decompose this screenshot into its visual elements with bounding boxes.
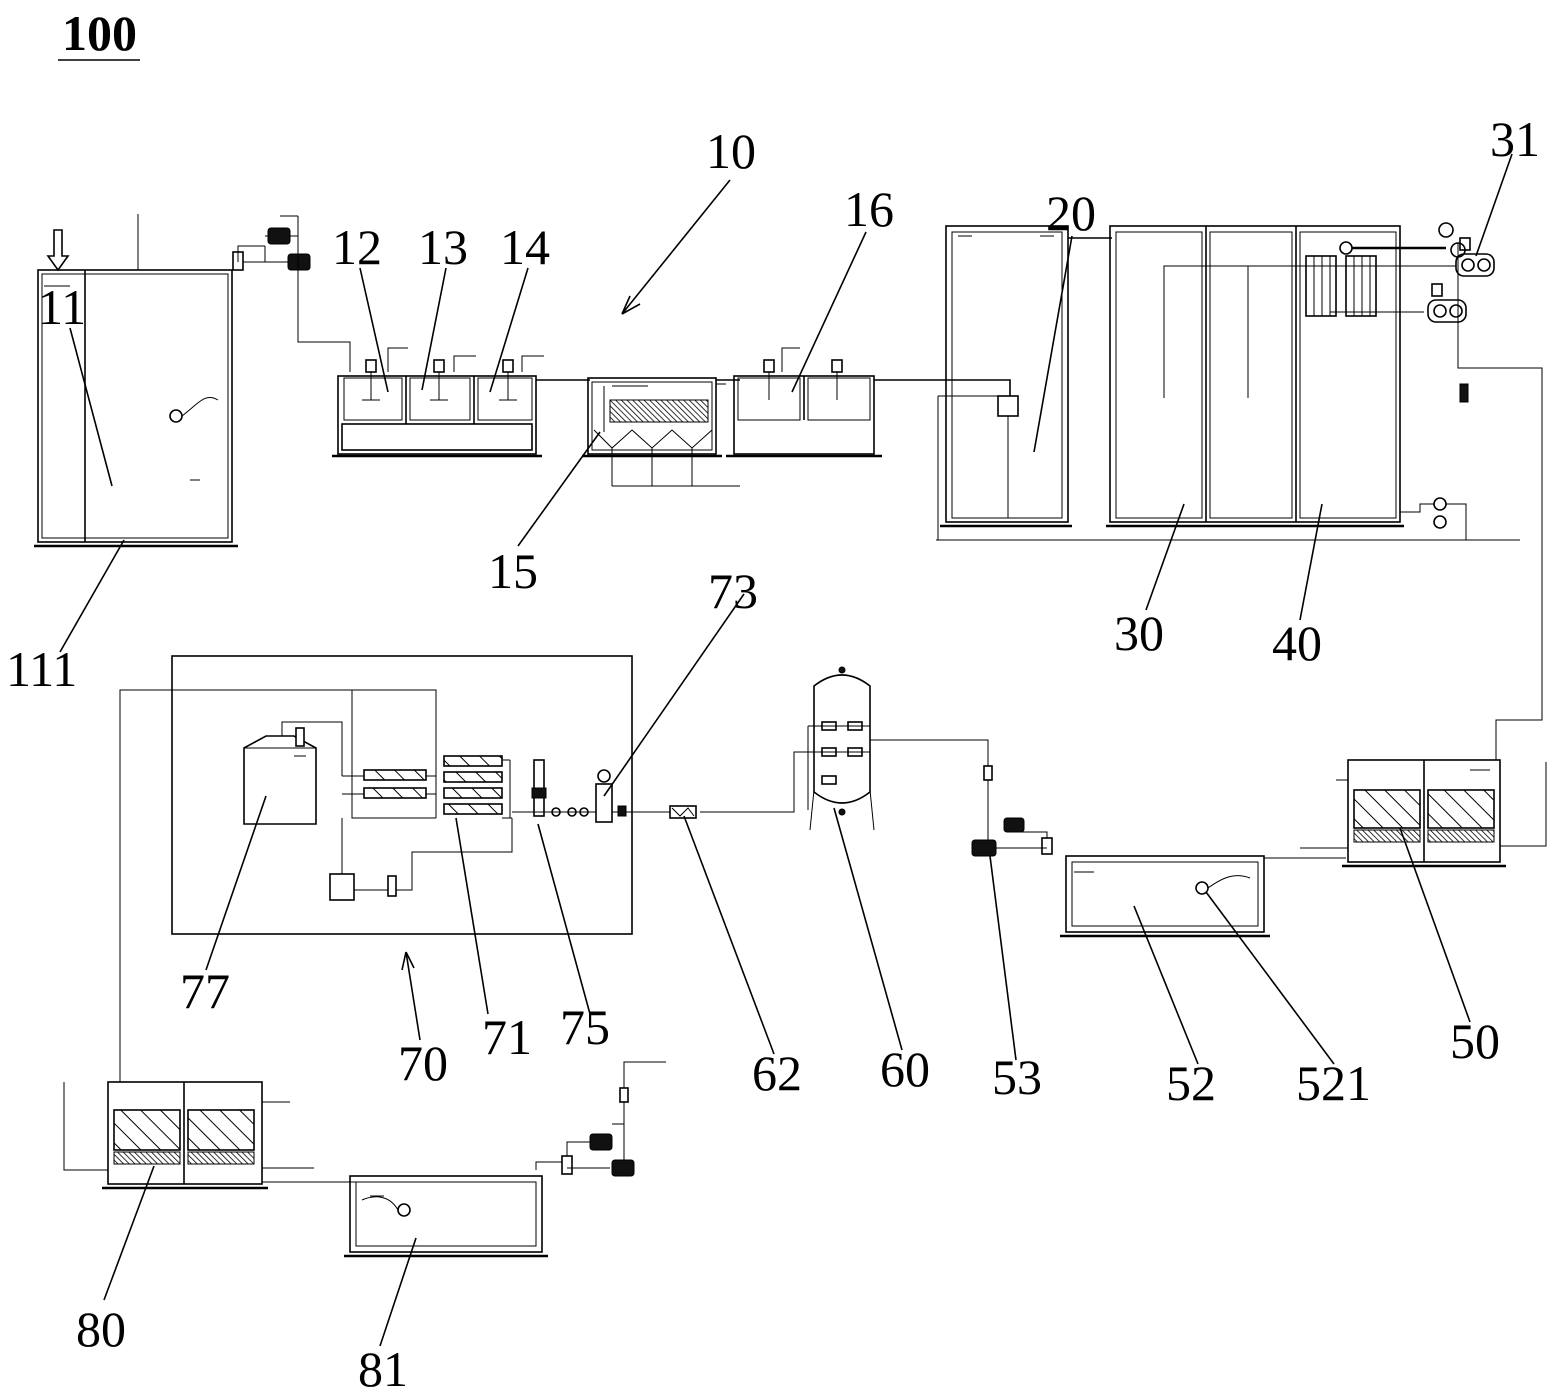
filter-50 bbox=[1300, 759, 1547, 868]
label-31: 31 bbox=[1490, 111, 1540, 167]
label-521: 521 bbox=[1296, 1055, 1371, 1111]
label-81: 81 bbox=[358, 1341, 408, 1397]
label-70: 70 bbox=[398, 1035, 448, 1091]
label-30: 30 bbox=[1114, 605, 1164, 661]
label-73: 73 bbox=[708, 563, 758, 619]
inclined-tube-settler-15 bbox=[536, 377, 740, 487]
label-62: 62 bbox=[752, 1045, 802, 1101]
label-71: 71 bbox=[482, 1009, 532, 1065]
label-11: 11 bbox=[38, 279, 86, 335]
equalization-tank-11 bbox=[34, 214, 244, 548]
reaction-tanks-12-13-14 bbox=[332, 347, 544, 458]
filter-80 bbox=[63, 1081, 360, 1190]
aeration-membrane-tanks-30-40 bbox=[936, 225, 1520, 541]
label-75: 75 bbox=[560, 999, 610, 1055]
label-52: 52 bbox=[1166, 1055, 1216, 1111]
label-53: 53 bbox=[992, 1049, 1042, 1105]
anaerobic-tank-20 bbox=[937, 225, 1112, 540]
intermediate-tanks-16 bbox=[716, 347, 1011, 458]
permeate-pumps-40 bbox=[1400, 222, 1543, 760]
ro-system-70 bbox=[119, 655, 633, 1082]
label-20: 20 bbox=[1046, 185, 1096, 241]
label-12: 12 bbox=[332, 219, 382, 275]
label-60: 60 bbox=[880, 1041, 930, 1097]
reference-labels: 10 11 111 12 13 14 15 16 20 30 31 40 50 … bbox=[6, 111, 1540, 1397]
intermediate-tank-52 bbox=[1060, 855, 1346, 938]
label-80: 80 bbox=[76, 1301, 126, 1357]
lift-pumps-11 bbox=[237, 215, 351, 372]
label-111: 111 bbox=[6, 641, 77, 697]
label-10: 10 bbox=[706, 123, 756, 179]
leader-lines bbox=[59, 153, 1513, 1347]
label-14: 14 bbox=[500, 219, 550, 275]
label-40: 40 bbox=[1272, 615, 1322, 671]
label-15: 15 bbox=[488, 543, 538, 599]
pumps-53 bbox=[870, 739, 1053, 857]
label-50: 50 bbox=[1450, 1013, 1500, 1069]
pressure-filter-60 bbox=[700, 666, 875, 831]
security-filter-62 bbox=[630, 805, 697, 819]
blowers-31 bbox=[1163, 237, 1495, 398]
label-13: 13 bbox=[418, 219, 468, 275]
figure-title: 100 bbox=[62, 5, 137, 61]
water-tank-81 bbox=[344, 1061, 666, 1258]
label-16: 16 bbox=[844, 181, 894, 237]
label-77: 77 bbox=[180, 963, 230, 1019]
